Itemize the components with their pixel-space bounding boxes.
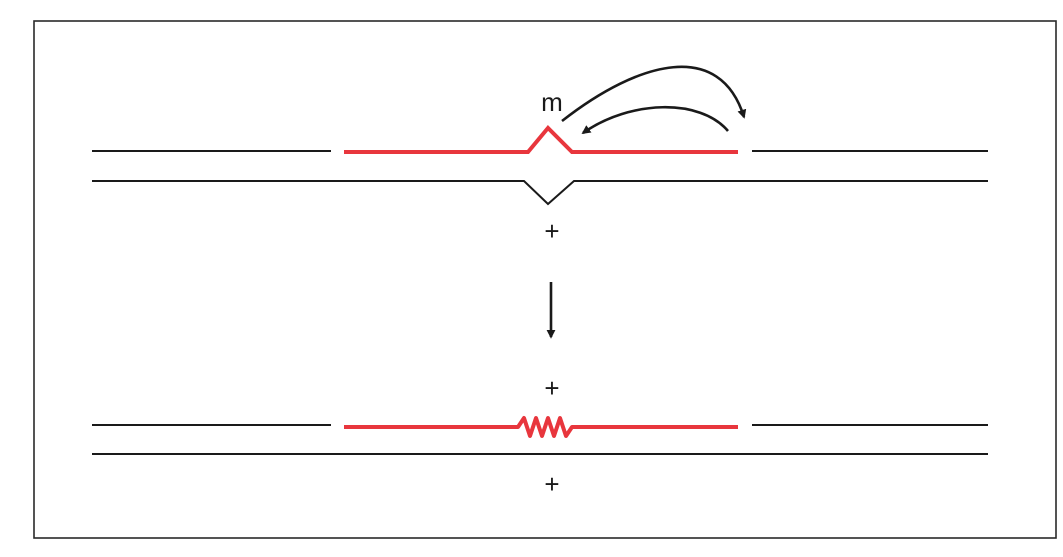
repaired-top-strand-segment — [344, 416, 738, 438]
curved-arrow-outward — [561, 65, 747, 123]
plus-sign-upper: + — [544, 216, 559, 246]
dna-after-repair — [92, 416, 988, 455]
bottom-strand — [92, 180, 988, 206]
dna-before-repair — [92, 125, 988, 206]
plus-sign-middle: + — [544, 373, 559, 403]
plus-sign-lower: + — [544, 469, 559, 499]
mark-label: m — [541, 87, 563, 117]
top-strand-repair-segment — [344, 125, 738, 154]
curved-arrow-return — [581, 105, 729, 135]
diagram-frame — [33, 20, 1057, 539]
